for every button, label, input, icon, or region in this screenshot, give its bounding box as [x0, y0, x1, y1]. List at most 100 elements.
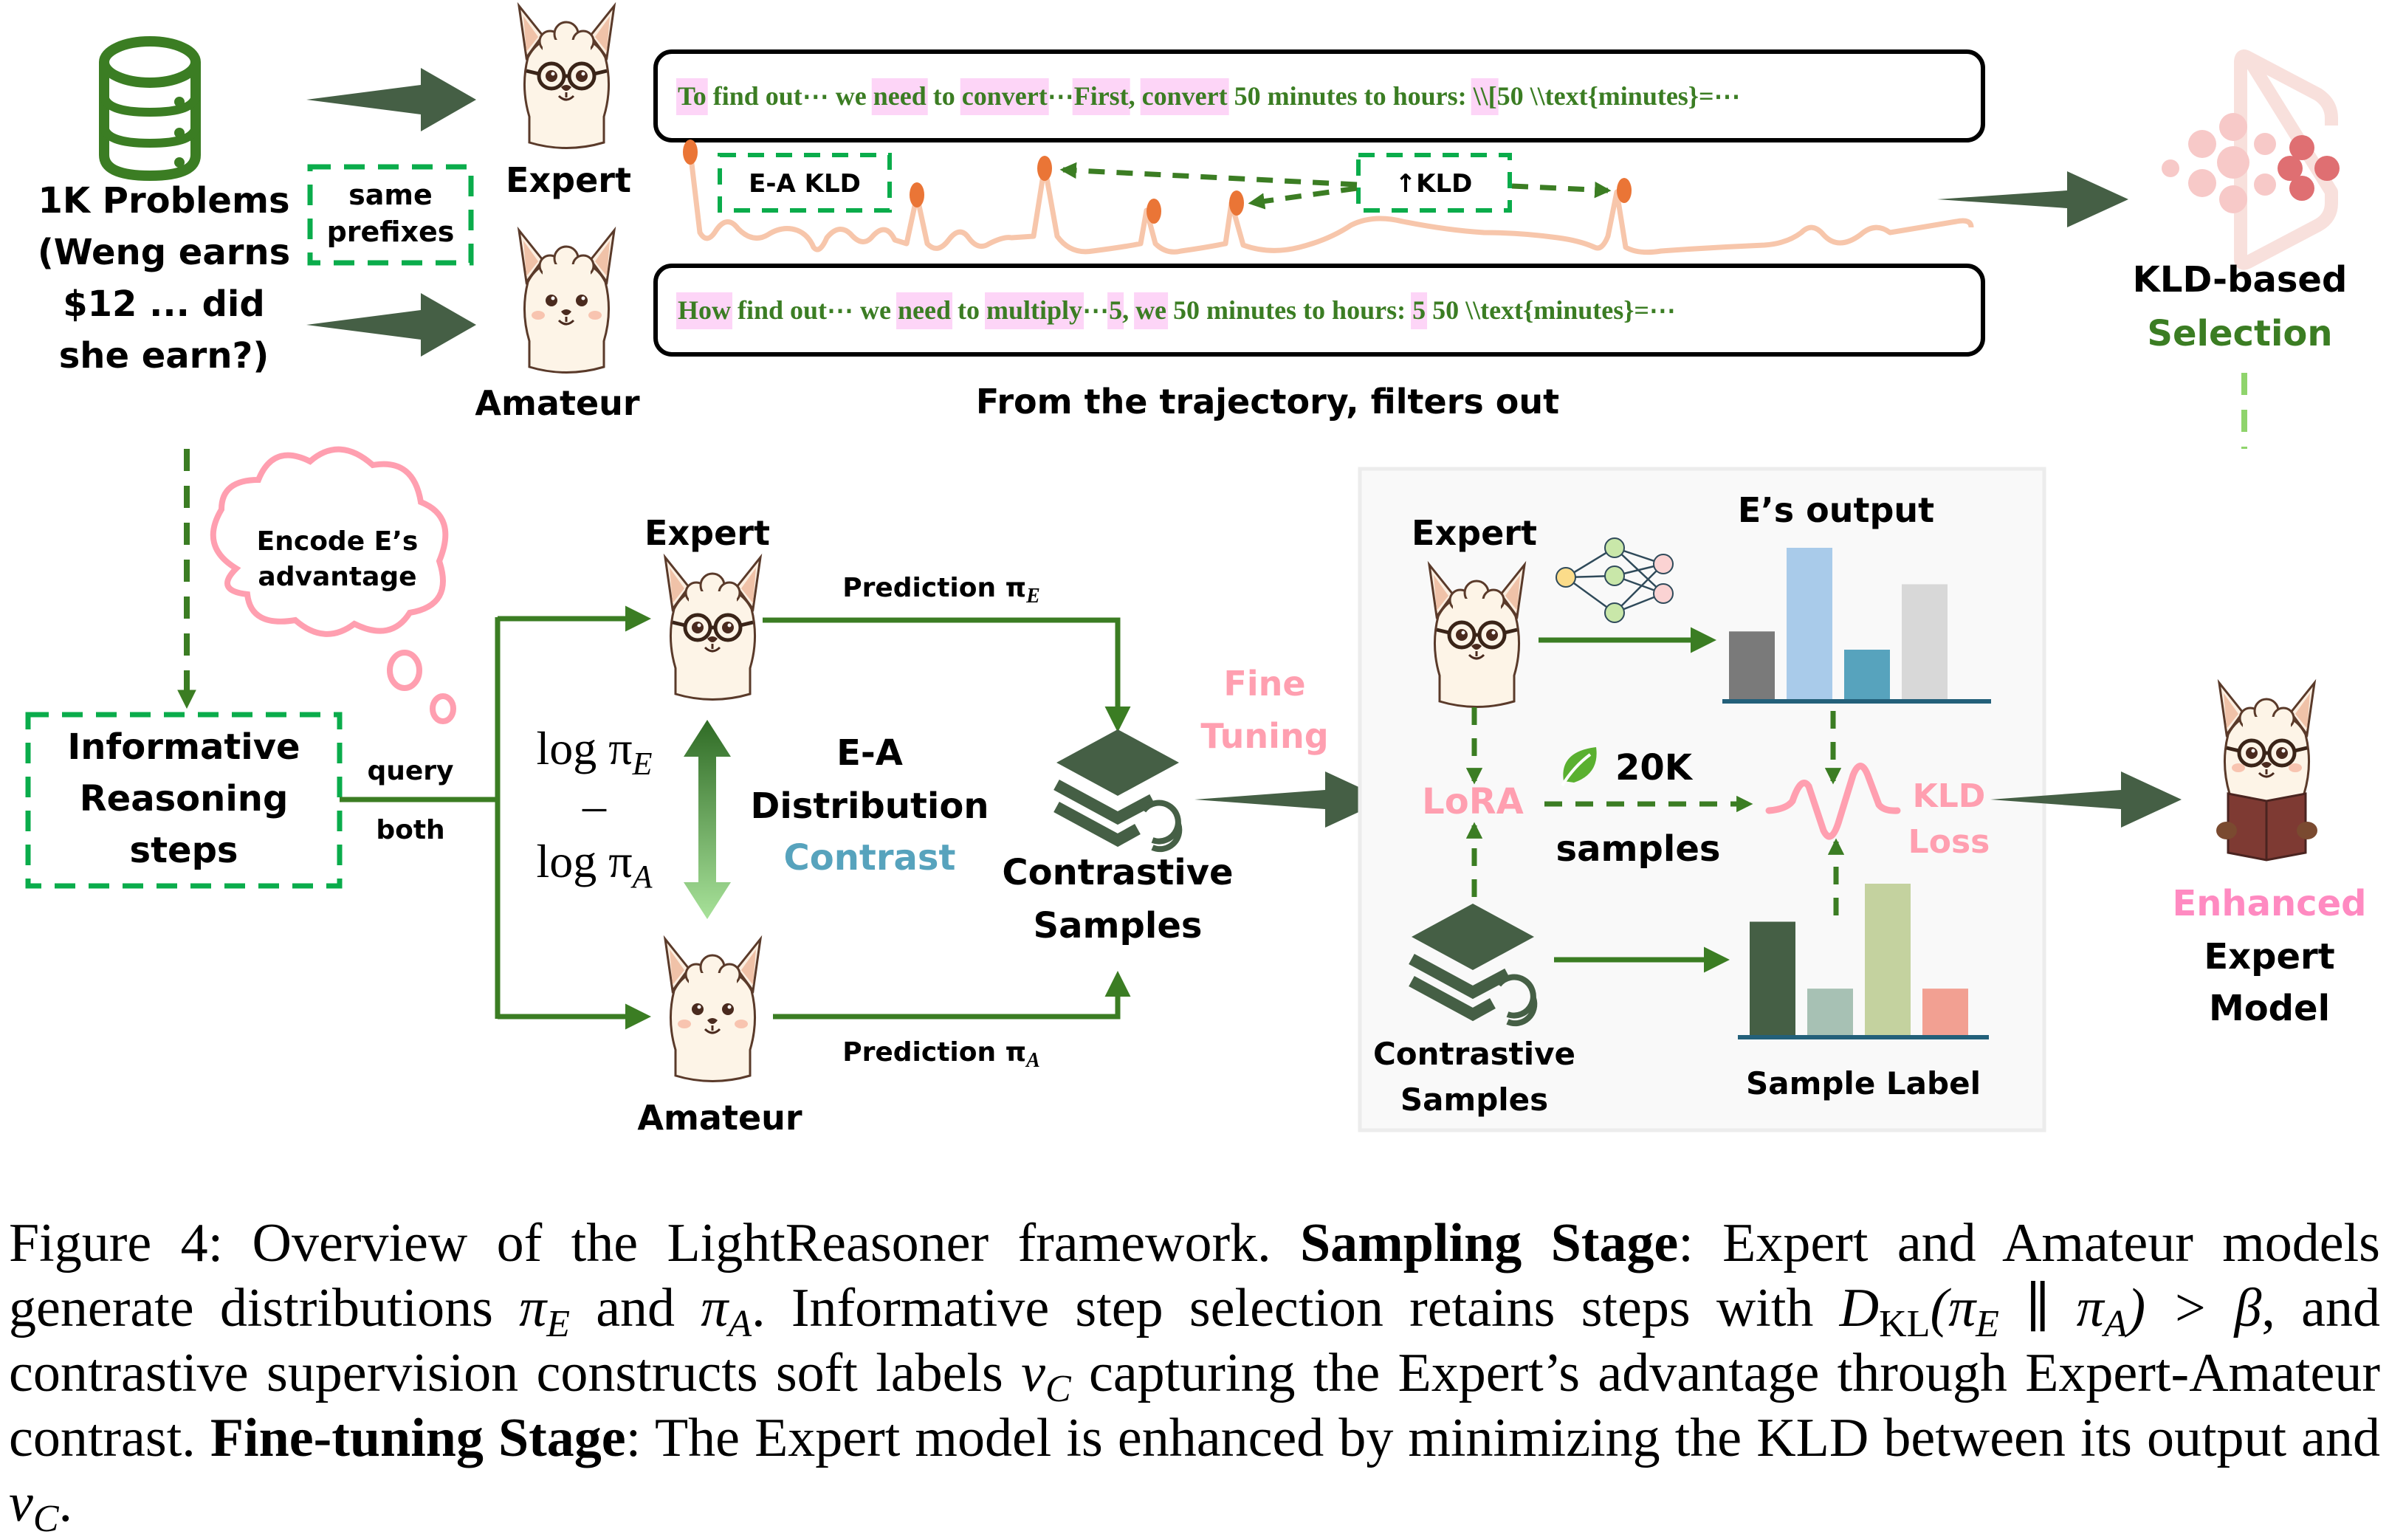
arrow-to-finetune: [1194, 771, 1386, 828]
kld-trajectory-wave: [687, 151, 1974, 255]
bar: [1729, 631, 1775, 700]
trajectory-token: ⋯: [1082, 295, 1109, 325]
token-highlight: [1107, 292, 1124, 329]
contrastive-samples-icon: [1056, 729, 1179, 849]
prediction-e-label: Prediction πE: [842, 573, 1040, 608]
trajectory-token: ,: [1129, 81, 1142, 111]
caption-vc: v: [1021, 1343, 1045, 1403]
amateur-trajectory-text: How find out⋯ we need to multiply⋯5, we …: [676, 292, 1676, 329]
token-highlight: [871, 78, 928, 115]
svg-text:How find out⋯ we need to multi: How find out⋯ we need to multiply⋯5, we …: [678, 295, 1676, 325]
trajectory-token: ,: [1122, 295, 1135, 325]
framework-diagram: 1K Problems (Weng earns $12 ... did she …: [25, 4, 2367, 1138]
token-highlight: [960, 78, 1049, 115]
token-highlight: [985, 292, 1084, 329]
enhanced-label: Enhanced: [2172, 883, 2366, 924]
trajectory-token: 50 minutes to hours:: [1228, 81, 1474, 111]
log-pi-a: log πA: [537, 835, 653, 895]
arrow-to-selection: [1937, 171, 2128, 227]
token-highlight: [1134, 292, 1169, 329]
trajectory-token: ⋯: [1048, 81, 1074, 111]
caption-pi-e: πE: [519, 1278, 570, 1345]
highlighted-token: convert: [1142, 81, 1228, 111]
highlighted-token: convert: [962, 81, 1048, 111]
lora-label: LoRA: [1422, 781, 1524, 822]
arrow-to-enhanced: [1990, 771, 2182, 828]
panel-expert-label: Expert: [1412, 513, 1537, 553]
mid-expert-llama-icon: [664, 556, 762, 701]
mid-expert-label: Expert: [644, 513, 770, 553]
thought-bubble-small: [430, 693, 456, 724]
token-highlight: [676, 292, 733, 329]
bar: [1865, 884, 1911, 1036]
svg-text:To find out⋯ we need to conver: To find out⋯ we need to convert⋯First, c…: [678, 81, 1741, 111]
highlighted-token: First: [1074, 81, 1129, 111]
trajectory-token: to: [951, 295, 986, 325]
dataset-label-line: (Weng earns: [38, 232, 290, 273]
trajectory-token: 50 \\text{minutes}=⋯: [1497, 81, 1741, 111]
arrow-to-amateur: [306, 293, 476, 357]
token-highlight: [1072, 78, 1130, 115]
caption-end: .: [58, 1473, 73, 1533]
highlighted-token: need: [873, 81, 927, 111]
expert-llama-icon: [518, 4, 616, 149]
kld-peak-dot: [910, 182, 924, 207]
caption-text: , and contrastive supervision constructs…: [9, 1278, 2380, 1403]
kld-pointer-arrow: [1248, 185, 1358, 210]
filter-label: From the trajectory, filters out: [976, 382, 1559, 422]
fine-tuning-label: Fine: [1223, 664, 1305, 704]
contrast-double-arrow: [684, 720, 731, 919]
trajectory-token: 50 \\text{minutes}=⋯: [1426, 295, 1676, 325]
prediction-connectors: [763, 617, 1131, 1020]
caption-vc: v: [9, 1473, 33, 1533]
informative-steps-label: steps: [130, 830, 238, 871]
dataset-label: 1K Problems (Weng earns $12 ... did she …: [38, 180, 290, 377]
caption-dkl: D: [1839, 1278, 1880, 1338]
database-icon: [99, 36, 201, 182]
panel-contrastive-samples-label: Contrastive: [1373, 1036, 1575, 1072]
informative-steps-box: [25, 712, 343, 889]
enhanced-llama-icon: [2216, 681, 2317, 862]
es-output-label: E’s output: [1738, 490, 1934, 530]
bar: [1787, 548, 1832, 700]
expert-trajectory-box: [653, 49, 1985, 142]
ea-distribution-label: E-A: [836, 732, 903, 774]
caption-text: and: [569, 1278, 701, 1338]
token-highlight: [1411, 292, 1428, 329]
selection-label-line2: Selection: [2147, 313, 2332, 354]
caption-prefix: Figure 4: Overview of the LightReasoner …: [9, 1213, 1300, 1273]
log-pi-e: log πE: [537, 722, 653, 782]
trajectory-token: 50 minutes to hours:: [1166, 295, 1412, 325]
same-prefixes-label: prefixes: [327, 216, 455, 248]
highlighted-token: we: [1135, 295, 1166, 325]
contrastive-samples-label: Contrastive: [1002, 852, 1233, 893]
same-prefixes-box: [307, 164, 474, 266]
contrast-label: Contrast: [784, 837, 956, 879]
figure-caption: Figure 4: Overview of the LightReasoner …: [9, 1213, 2381, 1540]
cloud-label: advantage: [258, 562, 416, 592]
count-label: 20K: [1615, 747, 1694, 788]
contrastive-samples-label: Samples: [1034, 905, 1203, 946]
ea-kld-label: E-A KLD: [749, 169, 861, 199]
expert-trajectory-text: To find out⋯ we need to convert⋯First, c…: [676, 78, 1741, 115]
log-prob-formula: log πE – log πA: [537, 722, 653, 895]
caption-text: capturing the Expert’s advantage through…: [9, 1343, 2380, 1468]
selection-label-line1: KLD-based: [2133, 259, 2348, 300]
leaf-icon: [1561, 747, 1597, 787]
kld-peak-dot: [1147, 199, 1161, 224]
bar: [1750, 921, 1795, 1036]
kld-pointer-arrow: [1511, 181, 1612, 199]
caption-text: : The Expert model is enhanced by minimi…: [625, 1408, 2381, 1468]
kld-loss-wave-icon: [1765, 763, 1901, 840]
trajectory-token: find out⋯ we: [731, 295, 898, 325]
prediction-a-label: Prediction πA: [842, 1037, 1040, 1072]
kld-peak-dot: [683, 140, 698, 165]
bar: [1902, 584, 1948, 700]
caption-text: . Informative step selection retains ste…: [752, 1278, 1840, 1338]
enhanced-label: Expert: [2204, 936, 2334, 977]
caption-text: : Expert and Amateur models generate dis…: [9, 1213, 2380, 1338]
kld-peak-dot: [1617, 178, 1632, 203]
kld-loss-label: Loss: [1908, 823, 1990, 861]
same-prefixes-label: same: [348, 179, 433, 211]
trajectory-token: find out⋯ we: [707, 81, 873, 111]
